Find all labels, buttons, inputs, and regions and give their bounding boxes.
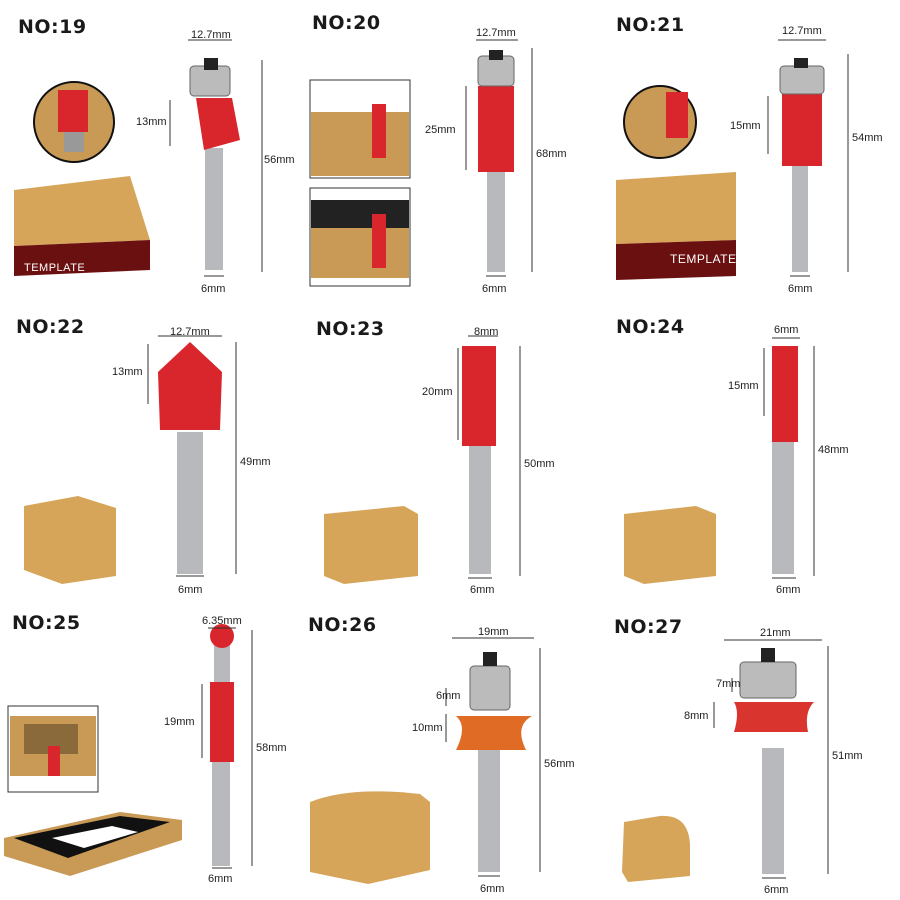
dim-side: 19mm xyxy=(164,716,195,728)
bit-25-drawing xyxy=(4,624,253,876)
dim-side-b: 10mm xyxy=(412,722,443,734)
bit-24-drawing xyxy=(624,337,815,584)
dim-shank: 6mm xyxy=(178,584,203,596)
dim-shank: 6mm xyxy=(482,283,507,295)
dim-side: 15mm xyxy=(730,120,761,132)
bit-23-drawing xyxy=(324,335,521,584)
bit-19-number: NO:19 xyxy=(18,16,87,38)
dim-shank: 6mm xyxy=(480,883,505,895)
bit-19-panel: NO:19 TEMPLATE 12.7mm 13mm 56mm 6mm xyxy=(0,0,300,300)
dim-top: 6.35mm xyxy=(202,615,242,627)
dim-top: 12.7mm xyxy=(782,25,822,37)
bit-23-number: NO:23 xyxy=(316,318,385,340)
dim-shank: 6mm xyxy=(764,884,789,896)
dim-side-b: 8mm xyxy=(684,710,709,722)
dim-side: 25mm xyxy=(425,124,456,136)
dim-shank: 6mm xyxy=(208,873,233,885)
bit-20-drawing xyxy=(309,39,533,287)
bit-24-number: NO:24 xyxy=(616,316,685,338)
dim-side: 13mm xyxy=(136,116,167,128)
bit-21-number: NO:21 xyxy=(616,14,685,36)
dim-top: 6mm xyxy=(774,324,799,336)
bit-26-drawing xyxy=(310,637,541,884)
bit-26-panel: NO:26 19mm 6mm 10mm 56mm 6mm xyxy=(300,600,600,900)
dim-shank: 6mm xyxy=(788,283,813,295)
dim-length: 50mm xyxy=(524,458,555,470)
template-label: TEMPLATE xyxy=(24,262,86,274)
bit-27-panel: NO:27 21mm 7mm 8mm 51mm 6mm xyxy=(600,600,900,900)
bit-27-number: NO:27 xyxy=(614,616,683,638)
bit-25-number: NO:25 xyxy=(12,612,81,634)
bit-22-drawing xyxy=(24,335,237,584)
dim-top: 21mm xyxy=(760,627,791,639)
dim-top: 12.7mm xyxy=(191,29,231,41)
bit-21-drawing xyxy=(616,39,849,280)
bit-24-panel: NO:24 6mm 15mm 48mm 6mm xyxy=(600,300,900,600)
dim-length: 51mm xyxy=(832,750,863,762)
dim-top: 19mm xyxy=(478,626,509,638)
dim-length: 49mm xyxy=(240,456,271,468)
dim-length: 48mm xyxy=(818,444,849,456)
dim-side: 13mm xyxy=(112,366,143,378)
dim-side: 20mm xyxy=(422,386,453,398)
bit-27-drawing xyxy=(622,639,829,882)
dim-top: 12.7mm xyxy=(476,27,516,39)
dim-length: 68mm xyxy=(536,148,567,160)
dim-length: 56mm xyxy=(544,758,575,770)
bit-19-drawing xyxy=(14,39,263,277)
dim-length: 58mm xyxy=(256,742,287,754)
dim-shank: 6mm xyxy=(776,584,801,596)
dim-side-a: 6mm xyxy=(436,690,461,702)
bit-23-panel: NO:23 8mm 20mm 50mm 6mm xyxy=(300,300,600,600)
bit-22-number: NO:22 xyxy=(16,316,85,338)
dim-top: 8mm xyxy=(474,326,499,338)
bit-22-panel: NO:22 12.7mm 13mm 49mm 6mm xyxy=(0,300,300,600)
bit-26-number: NO:26 xyxy=(308,614,377,636)
bit-21-panel: NO:21 TEMPLATE 12.7mm 15mm 54mm 6mm xyxy=(600,0,900,300)
dim-top: 12.7mm xyxy=(170,326,210,338)
dim-length: 56mm xyxy=(264,154,295,166)
bit-25-panel: NO:25 6.35mm 19mm 58mm 6mm xyxy=(0,600,300,900)
bit-20-panel: NO:20 12.7mm 25mm 68mm 6mm xyxy=(300,0,600,300)
dim-length: 54mm xyxy=(852,132,883,144)
dim-shank: 6mm xyxy=(470,584,495,596)
dim-shank: 6mm xyxy=(201,283,226,295)
bit-20-number: NO:20 xyxy=(312,12,381,34)
dim-side-a: 7mm xyxy=(716,678,741,690)
template-label: TEMPLATE xyxy=(670,252,737,266)
dim-side: 15mm xyxy=(728,380,759,392)
